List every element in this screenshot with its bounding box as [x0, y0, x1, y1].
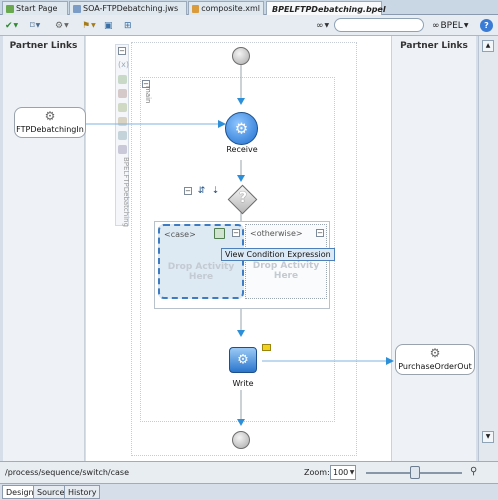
chevron-down-icon: ▼ — [463, 22, 469, 29]
compensation-icon[interactable] — [118, 117, 127, 126]
lane-title: Partner Links — [9, 41, 78, 51]
network-icon: ⊞ — [124, 20, 132, 31]
chevron-down-icon[interactable]: ▼ — [349, 469, 355, 476]
scope-collapse-icon[interactable]: − — [142, 80, 150, 88]
palette-collapse-icon[interactable]: − — [118, 47, 126, 55]
tab-history[interactable]: History — [64, 485, 101, 499]
scroll-up-icon[interactable]: ▲ — [482, 40, 494, 52]
process-sequence-region — [131, 42, 357, 456]
add-otherwise-icon[interactable]: ⇣ — [211, 186, 220, 196]
chevron-down-icon: ▼ — [324, 22, 330, 29]
otherwise-drop-zone: Drop Activity Here — [252, 261, 320, 281]
gear-icon: ⚙ — [237, 352, 249, 368]
tab-bpel[interactable]: BPELFTPDebatching.bpel — [266, 1, 386, 16]
binoculars-icon: ∞ — [316, 20, 324, 31]
palette-scope-name: BPELFTPDebatching — [122, 157, 130, 228]
case-collapse-icon[interactable]: − — [232, 229, 240, 237]
process-start-node[interactable] — [232, 47, 250, 65]
flag-icon — [262, 344, 271, 351]
tab-label: BPELFTPDebatching.bpel — [272, 4, 386, 14]
bookmark-button[interactable]: ⌑▼ — [30, 19, 40, 32]
tab-project[interactable]: SOA-FTPDebatching.jws — [69, 1, 187, 15]
question-mark-icon: ? — [238, 190, 248, 206]
case-title: <case> — [164, 230, 196, 239]
event-handler-icon[interactable] — [118, 103, 127, 112]
bpel-label: BPEL — [440, 20, 463, 31]
gear-icon: ⚙ — [44, 109, 56, 123]
tab-label: Start Page — [16, 4, 58, 13]
xml-file-icon — [192, 4, 200, 13]
save-icon: ▣ — [104, 20, 113, 31]
partner-link-left[interactable]: ⚙ FTPDebatchingIn — [14, 107, 86, 138]
tab-label: composite.xml — [201, 4, 260, 13]
otherwise-collapse-icon[interactable]: − — [316, 229, 324, 237]
bpel-menu-button[interactable]: ∞BPEL▼ — [432, 19, 468, 32]
tab-start-page[interactable]: Start Page — [2, 1, 68, 15]
checkmark-icon: ✔ — [5, 20, 13, 31]
deploy-icon: ⚑ — [82, 20, 91, 31]
save-button[interactable]: ▣ — [104, 19, 113, 32]
settings-button[interactable]: ⚙▼ — [55, 19, 69, 32]
termination-icon[interactable] — [118, 131, 127, 140]
condition-tooltip: View Condition Expression — [221, 248, 335, 261]
zoom-fit-icon[interactable]: ⚲ — [470, 466, 478, 477]
editor-tab-bar: Start Page SOA-FTPDebatching.jws composi… — [0, 0, 498, 16]
receive-activity[interactable]: ⚙ — [225, 112, 258, 145]
scope-label: main — [144, 86, 152, 104]
otherwise-title: <otherwise> — [250, 229, 303, 238]
activity-palette: − (x) BPELFTPDebatching — [115, 44, 130, 228]
receive-label: Receive — [226, 145, 258, 154]
otherwise-branch[interactable]: <otherwise> Drop Activity Here — [245, 224, 327, 299]
process-end-node[interactable] — [232, 431, 250, 449]
write-label: Write — [232, 379, 254, 388]
zoom-input[interactable]: 100 — [330, 465, 356, 480]
editor-mode-tabs: Design Source History — [0, 483, 498, 500]
bookmark-icon: ⌑ — [30, 20, 35, 31]
variable-icon[interactable]: (x) — [118, 60, 129, 69]
binoculars-icon: ∞ — [432, 20, 440, 31]
chevron-down-icon: ▼ — [64, 22, 69, 29]
add-case-icon[interactable]: ⇵ — [197, 186, 206, 196]
scope-icon[interactable] — [118, 145, 127, 154]
zoom-slider-knob[interactable] — [410, 466, 420, 479]
lane-title: Partner Links — [400, 41, 468, 51]
fault-handler-icon[interactable] — [118, 89, 127, 98]
tab-composite[interactable]: composite.xml — [188, 1, 264, 15]
search-input[interactable] — [334, 18, 424, 32]
validate-button[interactable]: ✔▼ — [5, 19, 18, 32]
project-icon — [73, 4, 81, 13]
start-page-icon — [6, 4, 14, 13]
condition-expression-icon[interactable] — [214, 228, 225, 239]
case-branch[interactable]: <case> Drop Activity Here — [158, 224, 244, 299]
deploy-button[interactable]: ⚑▼ — [82, 19, 96, 32]
partner-link-right[interactable]: ⚙ PurchaseOrderOut — [395, 344, 475, 375]
case-drop-zone: Drop Activity Here — [167, 262, 235, 282]
chevron-down-icon: ▼ — [91, 22, 96, 29]
vertical-scrollbar[interactable]: ▲ ▼ — [478, 36, 498, 461]
zoom-label: Zoom: — [304, 468, 330, 477]
selection-path: /process/sequence/switch/case — [5, 468, 130, 477]
gear-icon: ⚙ — [429, 346, 441, 360]
switch-collapse-icon[interactable]: − — [184, 187, 192, 195]
scroll-down-icon[interactable]: ▼ — [482, 431, 494, 443]
partner-link-name: FTPDebatchingIn — [16, 125, 84, 134]
status-bar: /process/sequence/switch/case Zoom: 100 … — [0, 461, 498, 483]
partner-link-name: PurchaseOrderOut — [398, 362, 472, 371]
left-partner-lane: Partner Links — [3, 36, 85, 461]
correlation-icon[interactable] — [118, 75, 127, 84]
write-activity[interactable]: ⚙ — [229, 347, 257, 373]
chevron-down-icon: ▼ — [35, 22, 41, 29]
gear-icon: ⚙ — [234, 119, 249, 137]
network-button[interactable]: ⊞ — [124, 19, 132, 32]
tab-label: SOA-FTPDebatching.jws — [83, 4, 179, 13]
help-icon[interactable]: ? — [480, 19, 493, 32]
search-button[interactable]: ∞▼ — [316, 19, 329, 32]
gear-icon: ⚙ — [55, 20, 64, 31]
chevron-down-icon: ▼ — [13, 22, 19, 29]
right-partner-lane: Partner Links — [391, 36, 476, 461]
